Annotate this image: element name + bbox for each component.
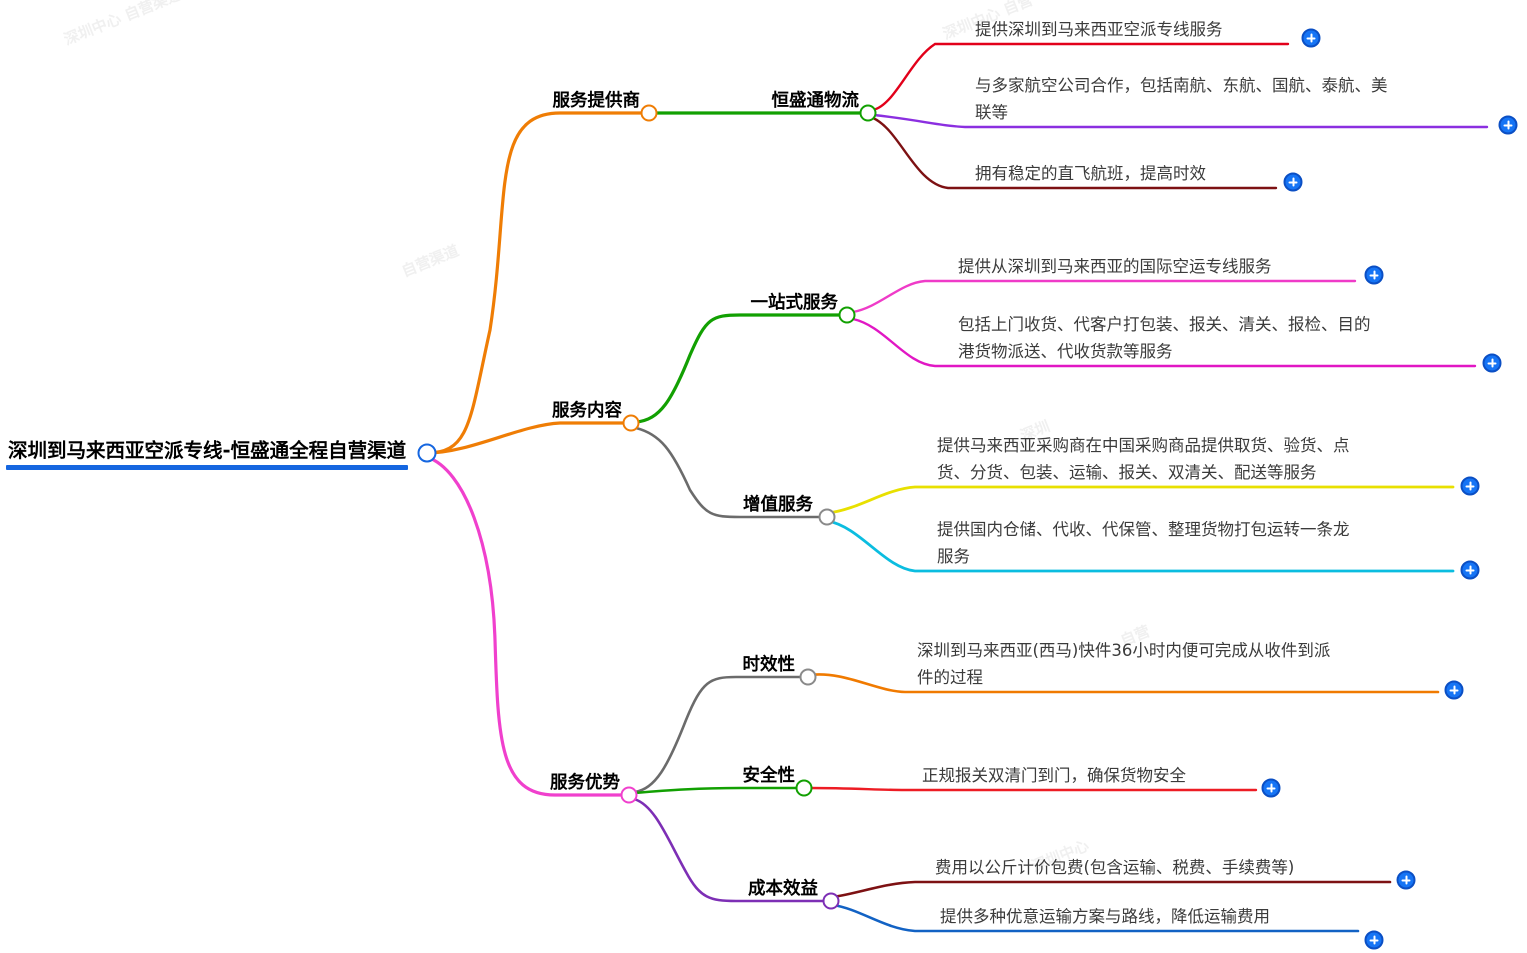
subbranch-label-safety[interactable]: 安全性 [742, 766, 796, 786]
plus-icon[interactable] [1364, 265, 1384, 285]
plus-icon[interactable] [1460, 560, 1480, 580]
leaf-text: 提供从深圳到马来西亚的国际空运专线服务 [958, 257, 1272, 276]
leaf-text: 与多家航空公司合作，包括南航、东航、国航、泰航、美 联等 [975, 76, 1388, 122]
subbranch-node-one-stop-service[interactable] [838, 306, 856, 324]
branch-label-service-content[interactable]: 服务内容 [552, 401, 622, 421]
plus-icon[interactable] [1460, 476, 1480, 496]
plus-icon[interactable] [1364, 930, 1384, 950]
subbranch-label-timeliness[interactable]: 时效性 [742, 655, 796, 675]
branch-node-service-advantage[interactable] [620, 786, 638, 804]
subbranch-node-timeliness[interactable] [799, 668, 817, 686]
leaf-text: 深圳到马来西亚(西马)快件36小时内便可完成从收件到派 件的过程 [917, 641, 1331, 687]
root-node[interactable]: 深圳到马来西亚空派专线-恒盛通全程自营渠道 [6, 438, 409, 470]
subbranch-node-safety[interactable] [795, 779, 813, 797]
subbranch-label-hst-logistics[interactable]: 恒盛通物流 [771, 91, 860, 111]
leaf-text: 提供马来西亚采购商在中国采购商品提供取货、验货、点 货、分货、包装、运输、报关、… [937, 436, 1350, 482]
plus-icon[interactable] [1482, 353, 1502, 373]
root-label: 深圳到马来西亚空派专线-恒盛通全程自营渠道 [8, 439, 407, 462]
plus-icon[interactable] [1396, 870, 1416, 890]
plus-icon[interactable] [1498, 115, 1518, 135]
plus-icon[interactable] [1301, 28, 1321, 48]
plus-icon[interactable] [1261, 778, 1281, 798]
branch-node-service-provider[interactable] [640, 104, 658, 122]
plus-icon[interactable] [1283, 172, 1303, 192]
leaf-text: 提供国内仓储、代收、代保管、整理货物打包运转一条龙 服务 [937, 520, 1350, 566]
leaf-text: 拥有稳定的直飞航班，提高时效 [975, 164, 1206, 183]
subbranch-node-cost-effectiveness[interactable] [822, 892, 840, 910]
watermark: 自营渠道 [399, 241, 462, 281]
branch-label-service-advantage[interactable]: 服务优势 [550, 773, 620, 793]
subbranch-label-value-added-service[interactable]: 增值服务 [743, 495, 813, 515]
branch-label-service-provider[interactable]: 服务提供商 [552, 91, 641, 111]
leaf-text: 包括上门收货、代客户打包装、报关、清关、报检、目的 港货物派送、代收货款等服务 [958, 315, 1371, 361]
subbranch-label-one-stop-service[interactable]: 一站式服务 [750, 293, 839, 313]
watermark: 深圳中心 自营渠道 [61, 0, 185, 49]
branch-node-service-content[interactable] [622, 414, 640, 432]
leaf-text: 费用以公斤计价包费(包含运输、税费、手续费等) [935, 858, 1295, 877]
leaf-text: 提供深圳到马来西亚空派专线服务 [975, 20, 1223, 39]
plus-icon[interactable] [1444, 680, 1464, 700]
root-underline [6, 465, 409, 470]
subbranch-label-cost-effectiveness[interactable]: 成本效益 [748, 879, 818, 899]
leaf-text: 正规报关双清门到门，确保货物安全 [922, 766, 1186, 785]
leaf-text: 提供多种优意运输方案与路线，降低运输费用 [940, 907, 1270, 926]
subbranch-node-hst-logistics[interactable] [859, 104, 877, 122]
subbranch-node-value-added-service[interactable] [818, 508, 836, 526]
root-node-handle[interactable] [417, 443, 437, 463]
